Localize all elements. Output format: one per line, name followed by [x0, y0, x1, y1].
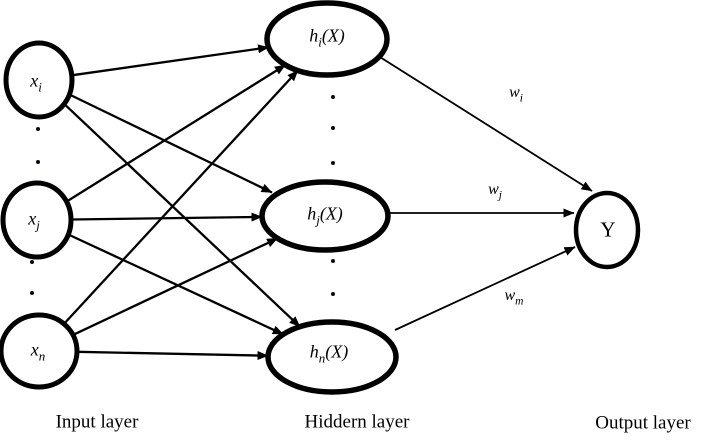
output-layer-caption: Output layer — [595, 412, 691, 434]
label-subscript: i — [318, 34, 322, 50]
hidden-node-hi-label: hi(X) — [309, 27, 345, 50]
ellipsis-dots — [30, 95, 335, 296]
edge-hi-to-y — [379, 56, 593, 192]
ellipsis-dot — [331, 126, 335, 130]
label-text: x — [30, 339, 39, 360]
output-node-y-label: Y — [600, 217, 616, 242]
ellipsis-dot — [30, 291, 34, 295]
label-subscript: j — [36, 217, 40, 233]
edge-xi-to-hj — [68, 93, 273, 194]
label-subscript: j — [498, 189, 502, 202]
input-node-xi-label: xi — [30, 72, 42, 95]
hidden-layer-caption: Hiddern layer — [304, 411, 410, 433]
edge-hn-to-y — [394, 246, 576, 331]
weight-label-wj: wj — [488, 182, 502, 202]
label-text: x — [28, 208, 37, 229]
output-node-y — [573, 190, 641, 270]
ellipsis-dot — [36, 160, 40, 164]
edge-xj-to-hj — [70, 212, 263, 222]
label-subscript: n — [318, 350, 326, 366]
input-node-xi — [3, 40, 75, 120]
label-subscript: j — [316, 212, 320, 228]
input-node-xn — [0, 312, 80, 390]
hidden-output-edges — [379, 56, 593, 331]
label-text: w — [509, 84, 520, 102]
label-text: Y — [600, 217, 616, 242]
weight-label-wi: wi — [509, 85, 523, 105]
label-subscript: n — [38, 348, 46, 364]
label-subscript: m — [515, 295, 524, 308]
ellipsis-dot — [331, 161, 335, 165]
weight-label-wm: wm — [505, 288, 524, 308]
input-layer-caption: Input layer — [55, 411, 139, 433]
label-text: w — [504, 287, 516, 305]
input-node-xj — [0, 180, 74, 260]
label-text: h — [307, 203, 317, 224]
edge-xi-to-hn — [63, 103, 301, 328]
ellipsis-dot — [331, 95, 335, 99]
ellipsis-dot — [331, 259, 335, 263]
label-text: w — [488, 181, 499, 199]
label-suffix: (X) — [319, 203, 343, 224]
hidden-node-hj-label: hj(X) — [307, 205, 343, 228]
ellipsis-dot — [30, 260, 34, 264]
label-suffix: (X) — [325, 341, 349, 362]
edge-xn-to-hi — [63, 69, 299, 325]
edge-xj-to-hn — [67, 233, 284, 336]
hidden-node-hi — [264, 0, 390, 78]
edge-xn-to-hj — [72, 237, 279, 336]
label-subscript: i — [38, 79, 42, 95]
hidden-node-hn-label: hn(X) — [310, 343, 348, 366]
label-suffix: (X) — [321, 25, 345, 46]
label-text: h — [309, 25, 319, 46]
label-text: x — [30, 70, 39, 91]
label-subscript: i — [519, 92, 523, 105]
ellipsis-dot — [331, 292, 335, 296]
label-text: h — [309, 341, 319, 362]
edge-xn-to-hn — [76, 350, 269, 360]
input-node-xn-label: xn — [31, 341, 45, 364]
edge-xj-to-hi — [65, 64, 287, 203]
ellipsis-dot — [36, 127, 40, 131]
input-hidden-edges — [63, 44, 301, 360]
edge-xi-to-hi — [71, 44, 270, 77]
input-node-xj-label: xj — [28, 210, 40, 233]
